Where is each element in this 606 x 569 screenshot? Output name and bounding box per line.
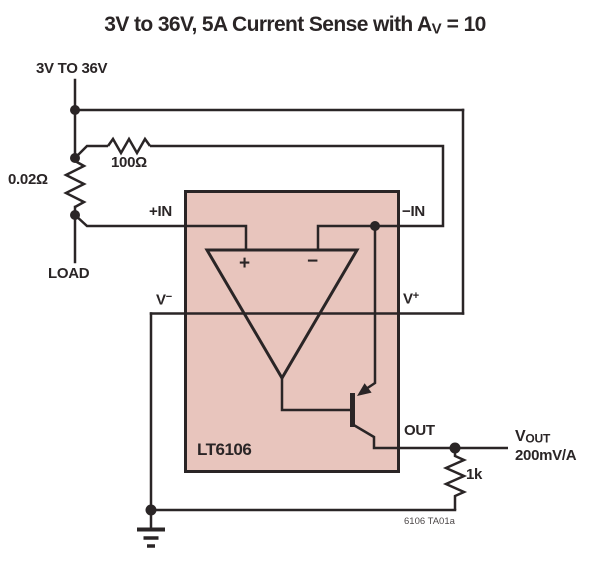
- opamp-triangle: [204, 248, 360, 381]
- v-minus-base: V: [156, 291, 166, 309]
- figure-title-text: 3V to 36V, 5A Current Sense with A: [104, 13, 432, 36]
- ground-icon: [137, 508, 165, 548]
- vout-rate-label: 200mV/A: [515, 447, 577, 464]
- pin-label-v-minus: V−: [156, 291, 172, 309]
- figure-title: 3V to 36V, 5A Current Sense with AV = 10: [0, 13, 590, 38]
- pin-label-plus-in: +IN: [149, 203, 172, 220]
- vout-base: V: [515, 428, 526, 445]
- junction-dot: [449, 442, 461, 454]
- junction-dot: [70, 210, 80, 220]
- gain-resistor-value: 100Ω: [111, 154, 147, 171]
- pin-label-minus-in: −IN: [402, 203, 425, 220]
- figure-title-subscript: V: [431, 20, 442, 38]
- pin-label-out: OUT: [404, 422, 435, 439]
- figure-title-suffix: = 10: [441, 13, 487, 36]
- v-plus-base: V: [403, 290, 413, 308]
- supply-voltage-label: 3V TO 36V: [36, 60, 108, 77]
- vout-sub: OUT: [525, 431, 551, 446]
- junction-dot: [370, 221, 380, 231]
- output-resistor: [442, 448, 468, 510]
- v-minus-sup: −: [165, 291, 172, 303]
- opamp-plus-input-sign: +: [239, 253, 250, 274]
- opamp-output-wire: [280, 378, 350, 412]
- opamp-minus-input-sign: −: [307, 251, 318, 272]
- transistor-emitter-wire: [365, 228, 377, 391]
- output-resistor-value: 1k: [466, 466, 483, 483]
- out-wire: [351, 422, 508, 450]
- junction-dot: [70, 153, 80, 163]
- gain-resistor-lead-wire: [74, 144, 108, 159]
- vout-label: VOUT: [515, 428, 550, 446]
- minus-in-wire: [150, 144, 445, 251]
- sense-resistor: [63, 159, 87, 209]
- v-plus-sup: +: [412, 290, 419, 302]
- junction-dot: [70, 105, 80, 115]
- plus-in-wire: [74, 214, 248, 251]
- ic-part-number: LT6106: [197, 440, 252, 459]
- pin-label-v-plus: V+: [403, 290, 419, 308]
- load-label: LOAD: [48, 265, 90, 282]
- junction-dot: [145, 504, 157, 516]
- transistor-emitter-arrow-icon: [357, 383, 372, 396]
- sense-resistor-value: 0.02Ω: [8, 171, 48, 188]
- gain-resistor: [106, 136, 152, 156]
- ic-body: [184, 190, 400, 473]
- figure-id: 6106 TA01a: [404, 516, 455, 527]
